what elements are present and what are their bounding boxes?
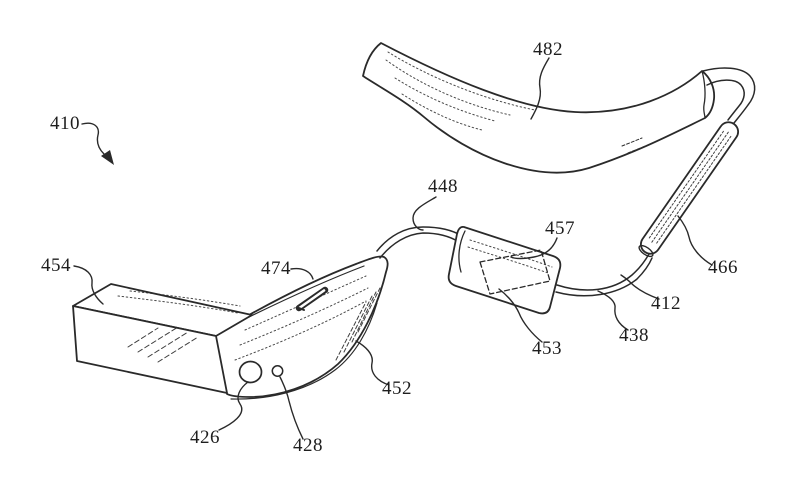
headband-outline (362, 42, 716, 174)
ear-stem-hatch (647, 130, 732, 246)
leader-452 (355, 340, 390, 386)
hook-wire (702, 67, 756, 124)
leader-482 (530, 57, 550, 120)
leader-454 (73, 265, 104, 305)
headband-end-cap-line (701, 70, 706, 119)
leader-466 (677, 215, 713, 266)
connector-cable-right (555, 253, 653, 297)
battery-pod-cap-line (458, 230, 466, 273)
housing-sheen-lines (234, 275, 369, 361)
housing-outline (214, 255, 389, 398)
headband-hatch-dashes (621, 137, 649, 154)
connector-cable-arch (376, 226, 463, 259)
headband (362, 42, 716, 174)
leader-lines (73, 57, 713, 440)
housing-end-hatch (335, 287, 381, 361)
leader-474 (290, 267, 314, 280)
housing-top-crease (248, 265, 365, 318)
headband-sheen-lines (385, 51, 536, 131)
prism-front-sheen (127, 326, 199, 363)
battery-pod-outline (447, 225, 562, 315)
leader-410 (81, 122, 105, 155)
leader-426 (218, 381, 249, 431)
prism-top-sheen (117, 290, 241, 314)
prism-front-face (72, 305, 228, 394)
housing (214, 255, 389, 400)
hidden-module-dashed-box (479, 249, 551, 295)
leader-428 (279, 376, 304, 440)
stem-opening (638, 244, 654, 258)
camera-aperture (238, 360, 263, 384)
leader-412 (620, 274, 660, 300)
leader-410-arrowhead (101, 150, 114, 165)
leader-457 (510, 237, 558, 260)
leader-438 (597, 290, 629, 331)
touchpad-slot (295, 286, 329, 312)
ear-stem (640, 121, 739, 255)
leader-453 (498, 288, 543, 343)
display-prism (72, 283, 253, 394)
housing-bottom-contour (230, 302, 378, 400)
battery-pod-sheen (467, 239, 553, 274)
battery-pod (447, 225, 562, 315)
leader-448 (412, 196, 437, 231)
button-aperture (271, 365, 284, 377)
